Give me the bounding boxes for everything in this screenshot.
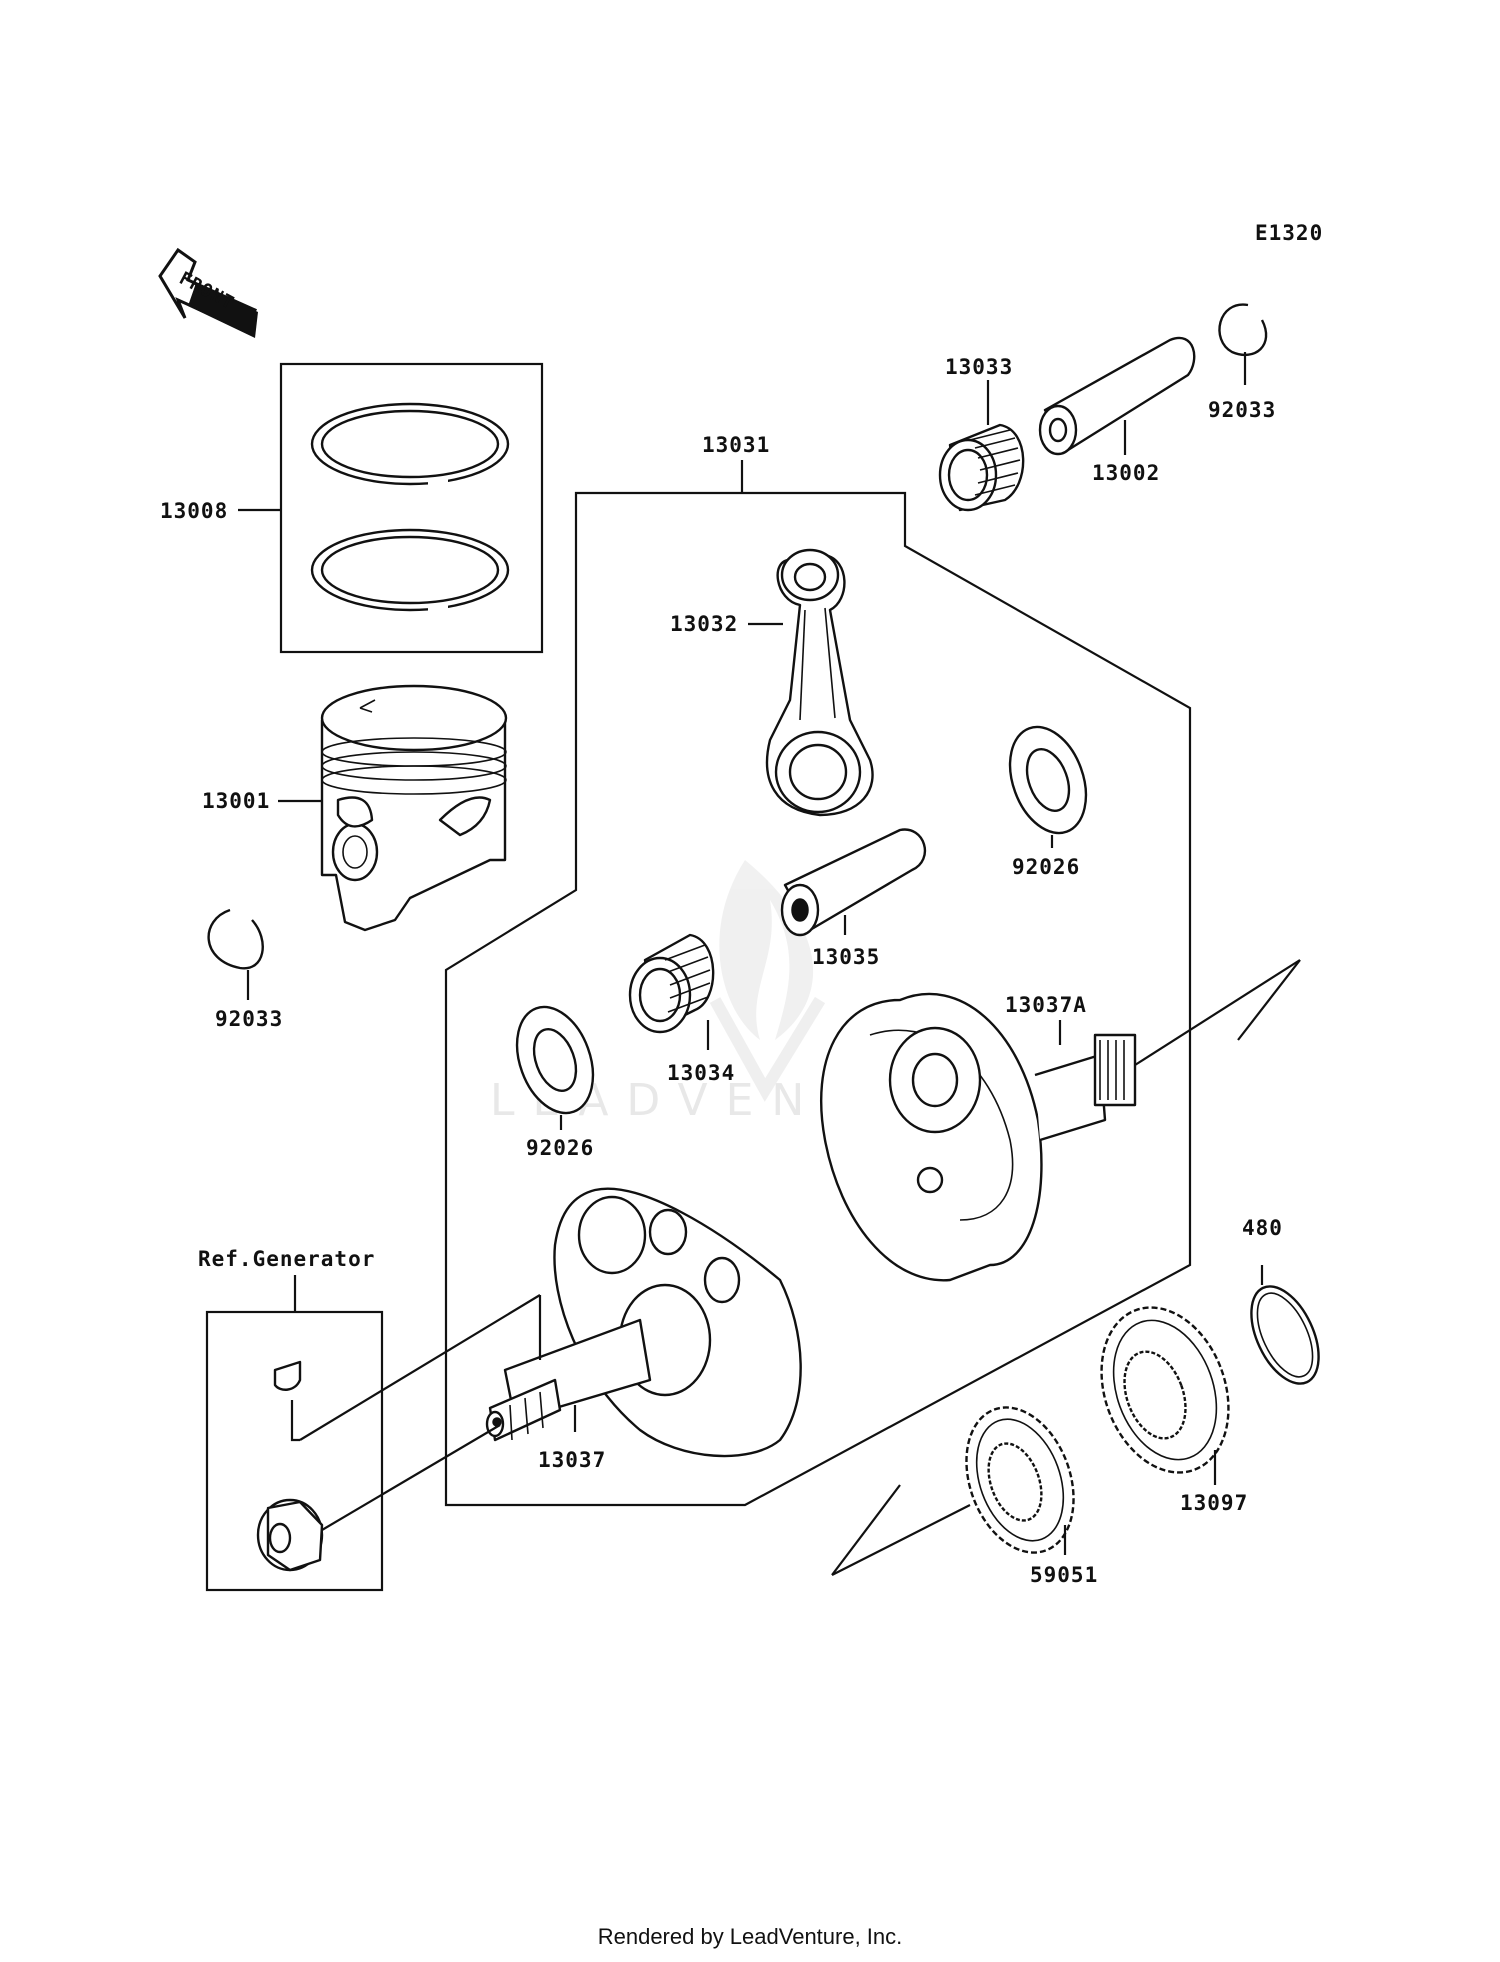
generator-box xyxy=(205,1310,384,1592)
piston: 13001 xyxy=(202,684,508,932)
callout-480: 480 xyxy=(1242,1216,1283,1240)
callout-13097: 13097 xyxy=(1180,1491,1248,1515)
callout-13033: 13033 xyxy=(945,355,1013,379)
gear-large: 13097 xyxy=(1100,1306,1248,1515)
crankshaft-assy-outline: 13031 xyxy=(444,433,1192,1507)
circlip-right: 92033 xyxy=(1208,303,1276,422)
callout-13008: 13008 xyxy=(160,499,228,523)
snap-ring: 480 xyxy=(1242,1216,1320,1385)
circlip-left: 92033 xyxy=(207,908,283,1031)
callout-59051: 59051 xyxy=(1030,1563,1098,1587)
callout-13034: 13034 xyxy=(667,1061,735,1085)
callout-92026-left: 92026 xyxy=(526,1136,594,1160)
connecting-rod: 13032 xyxy=(670,548,874,817)
piston-ring-upper xyxy=(310,402,510,488)
piston-rings-box xyxy=(279,362,544,654)
front-arrow-icon: FRONT xyxy=(158,247,258,338)
ref-generator-label: Ref.Generator xyxy=(198,1247,375,1271)
thrust-washer-right: 92026 xyxy=(1008,725,1088,879)
crank-pin: 13035 xyxy=(780,828,927,969)
thrust-washer-left: 92026 xyxy=(515,1005,595,1160)
callout-92033-right: 92033 xyxy=(1208,398,1276,422)
callout-13001: 13001 xyxy=(202,789,270,813)
small-end-bearing: 13033 xyxy=(938,355,1025,512)
callout-13002: 13002 xyxy=(1092,461,1160,485)
callout-13031: 13031 xyxy=(702,433,770,457)
generator-reference-group: Ref.Generator xyxy=(198,1247,542,1592)
callout-13037: 13037 xyxy=(538,1448,606,1472)
callout-92026-right: 92026 xyxy=(1012,855,1080,879)
woodruff-key-icon xyxy=(273,1360,302,1391)
callout-92033-left: 92033 xyxy=(215,1007,283,1031)
big-end-bearing: 13034 xyxy=(628,933,735,1085)
piston-rings-group: 13008 xyxy=(160,362,544,654)
footer-credit: Rendered by LeadVenture, Inc. xyxy=(597,1924,903,1949)
crankshaft-left-half: 13037 xyxy=(485,1187,802,1472)
callout-13035: 13035 xyxy=(812,945,880,969)
callout-13037A: 13037A xyxy=(1005,993,1087,1017)
crankshaft-right-half: 13037A xyxy=(820,959,1301,1282)
diagram-code: E1320 xyxy=(1255,221,1323,245)
piston-pin: 13002 xyxy=(1038,336,1196,485)
gear-small: 59051 xyxy=(831,1406,1098,1587)
piston-ring-lower xyxy=(310,528,510,614)
flange-nut-icon xyxy=(256,1498,324,1572)
callout-13032: 13032 xyxy=(670,612,738,636)
